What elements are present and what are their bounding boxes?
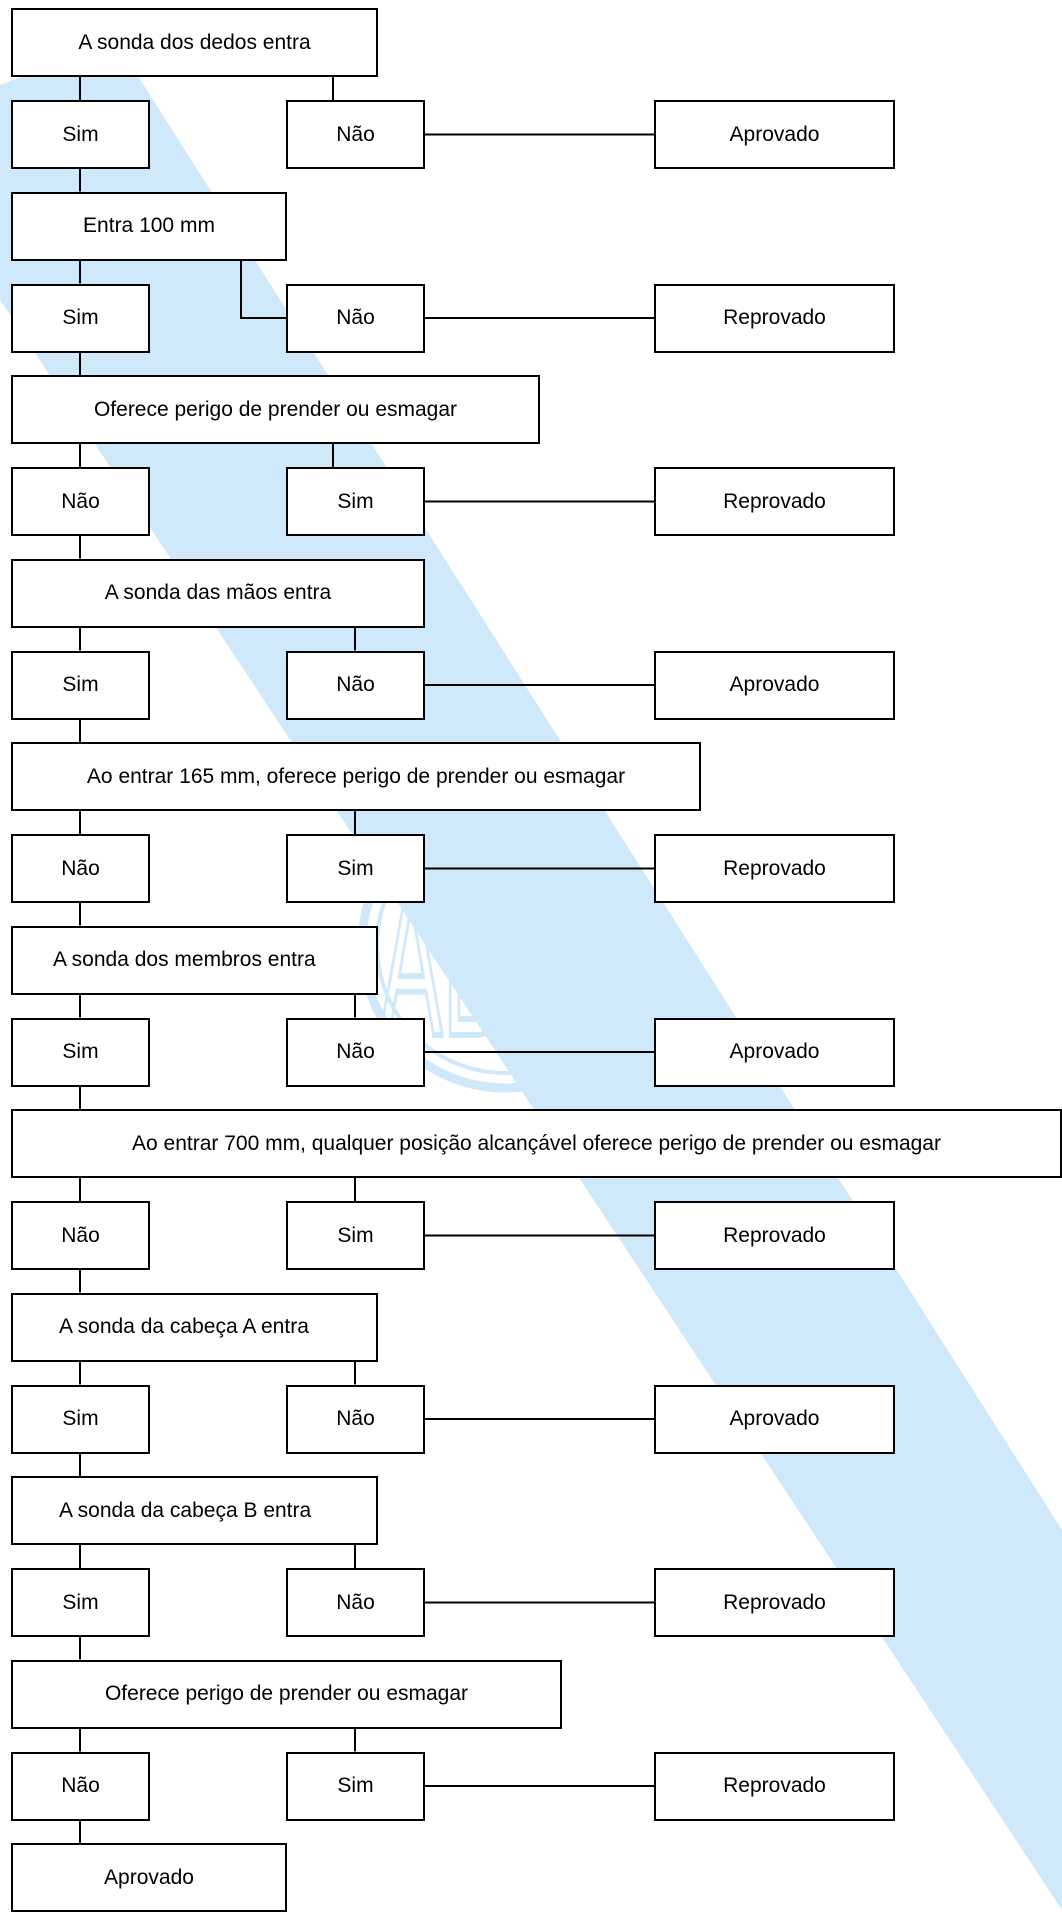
answer-box-middle: Não (286, 100, 425, 169)
condition-box-label: Oferece perigo de prender ou esmagar (104, 1682, 469, 1705)
answer-box-middle: Não (286, 1568, 425, 1637)
outcome-box: Aprovado (654, 100, 895, 169)
answer-box-middle-label: Sim (337, 856, 374, 880)
outcome-box: Aprovado (654, 1384, 895, 1454)
condition-box-label: A sonda da cabeça B entra (59, 1498, 312, 1522)
condition-box-label: Oferece perigo de prender ou esmagar (93, 397, 458, 421)
answer-box-left: Sim (11, 1384, 150, 1454)
connector-line (240, 260, 286, 319)
condition-box: A sonda das mãos entra (11, 558, 425, 628)
condition-box-label: Ao entrar 165 mm, oferece perigo de pren… (86, 764, 626, 788)
outcome-box-label: Aprovado (729, 122, 820, 146)
condition-box: Oferece perigo de prender ou esmagar (11, 375, 540, 444)
outcome-box-label: Aprovado (729, 1040, 820, 1063)
answer-box-middle-label: Sim (337, 1223, 374, 1247)
outcome-box: Reprovado (654, 1751, 895, 1821)
condition-box: Ao entrar 165 mm, oferece perigo de pren… (11, 742, 701, 811)
outcome-box-label: Aprovado (729, 673, 820, 696)
answer-box-left-label: Sim (62, 1040, 99, 1063)
answer-box-left: Sim (11, 650, 150, 720)
condition-box-label: A sonda das mãos entra (104, 581, 332, 604)
answer-box-middle-label: Não (336, 673, 375, 696)
answer-box-middle: Não (286, 1384, 425, 1454)
condition-box-label: Entra 100 mm (83, 214, 215, 237)
outcome-box: Reprovado (654, 283, 895, 353)
answer-box-left: Sim (11, 100, 150, 169)
condition-box: A sonda da cabeça A entra (11, 1292, 378, 1362)
answer-box-left: Sim (11, 1568, 150, 1637)
answer-box-middle: Não (286, 650, 425, 720)
answer-box-middle-label: Não (336, 306, 375, 329)
outcome-box: Reprovado (654, 467, 895, 536)
answer-box-middle: Sim (286, 1201, 425, 1270)
outcome-box-label: Reprovado (723, 489, 826, 513)
condition-box-label: A sonda dos membros entra (53, 948, 316, 971)
answer-box-middle-label: Não (336, 1040, 375, 1063)
answer-box-left-label: Não (61, 489, 100, 513)
outcome-box-label: Reprovado (723, 1774, 826, 1797)
outcome-box-label: Reprovado (723, 856, 826, 880)
answer-box-middle: Não (286, 1017, 425, 1087)
answer-box-left-label: Sim (62, 122, 99, 146)
condition-box: Entra 100 mm (11, 191, 287, 261)
answer-box-middle-label: Sim (337, 1774, 374, 1797)
answer-box-left: Sim (11, 283, 150, 353)
answer-box-middle-label: Não (336, 1407, 375, 1430)
answer-box-left: Sim (11, 1017, 150, 1087)
answer-box-middle: Sim (286, 1751, 425, 1821)
outcome-box-label: Reprovado (723, 1223, 826, 1247)
outcome-box: Reprovado (654, 1201, 895, 1270)
answer-box-middle-label: Não (336, 122, 375, 146)
outcome-box: Aprovado (654, 1017, 895, 1087)
condition-box: A sonda dos dedos entra (11, 8, 378, 77)
condition-box-label: Ao entrar 700 mm, qualquer posição alcan… (132, 1131, 941, 1155)
answer-box-left-label: Não (61, 1223, 100, 1247)
condition-box: A sonda dos membros entra (11, 925, 378, 995)
condition-box: Ao entrar 700 mm, qualquer posição alcan… (11, 1109, 1062, 1178)
answer-box-middle: Sim (286, 467, 425, 536)
answer-box-middle-label: Sim (337, 489, 374, 513)
answer-box-left: Não (11, 834, 150, 903)
outcome-box-label: Reprovado (723, 306, 826, 329)
outcome-box-label: Aprovado (729, 1407, 820, 1430)
answer-box-left: Não (11, 467, 150, 536)
final-outcome-box: Aprovado (11, 1843, 287, 1912)
answer-box-left-label: Sim (62, 306, 99, 329)
answer-box-left-label: Não (61, 856, 100, 880)
outcome-box-label: Reprovado (723, 1590, 826, 1614)
answer-box-left: Não (11, 1751, 150, 1821)
answer-box-left-label: Sim (62, 673, 99, 696)
condition-box: A sonda da cabeça B entra (11, 1476, 378, 1545)
outcome-box: Reprovado (654, 1568, 895, 1637)
outcome-box: Aprovado (654, 650, 895, 720)
condition-box: Oferece perigo de prender ou esmagar (11, 1659, 562, 1729)
final-outcome-box-label: Aprovado (104, 1865, 194, 1889)
answer-box-left-label: Não (61, 1774, 100, 1797)
answer-box-middle: Sim (286, 834, 425, 903)
answer-box-middle-label: Não (336, 1590, 375, 1614)
answer-box-middle: Não (286, 283, 425, 353)
outcome-box: Reprovado (654, 834, 895, 903)
answer-box-left: Não (11, 1201, 150, 1270)
answer-box-left-label: Sim (62, 1407, 99, 1430)
answer-box-left-label: Sim (62, 1590, 99, 1614)
condition-box-label: A sonda dos dedos entra (78, 30, 311, 54)
condition-box-label: A sonda da cabeça A entra (59, 1315, 309, 1338)
